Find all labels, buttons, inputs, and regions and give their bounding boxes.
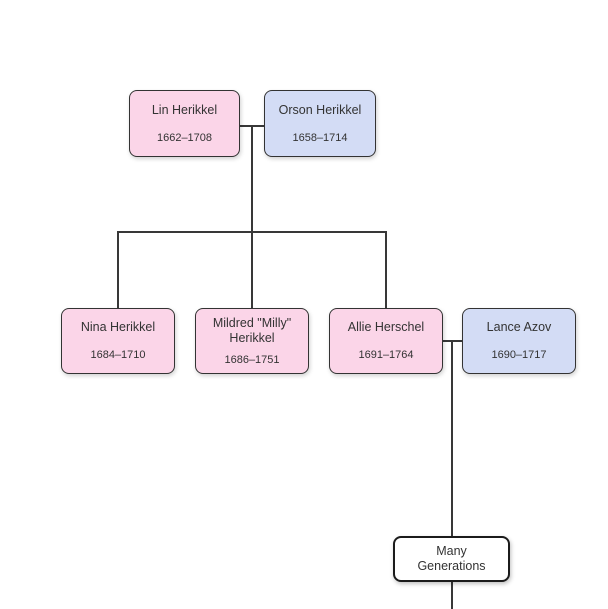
person-dates: 1662–1708 (156, 131, 213, 144)
edge-children-rail (117, 231, 387, 233)
person-dates: 1684–1710 (90, 349, 146, 361)
person-dates: 1658–1714 (292, 131, 348, 144)
person-name: Nina Herikkel (80, 320, 156, 334)
person-dates: 1686–1751 (224, 353, 280, 366)
person-dates: 1691–1764 (358, 349, 414, 361)
person-dates: 1690–1717 (491, 349, 547, 361)
node-lance-azov: Lance Azov 1690–1717 (462, 308, 576, 374)
person-name: Allie Herschel (347, 320, 425, 334)
node-orson-herikkel: Orson Herikkel 1658–1714 (264, 90, 376, 157)
node-allie-herschel: Allie Herschel 1691–1764 (329, 308, 443, 374)
person-name: Lance Azov (486, 320, 552, 334)
edge-below-many-generations (451, 581, 453, 609)
node-many-generations: Many Generations (393, 536, 510, 582)
node-mildred-milly-herikkel: Mildred "Milly" Herikkel 1686–1751 (195, 308, 309, 374)
person-name: Mildred "Milly" Herikkel (212, 315, 292, 345)
person-name: Orson Herikkel (278, 102, 362, 117)
edge-drop-nina (117, 231, 119, 308)
edge-couple1-to-children (251, 126, 253, 308)
node-lin-herikkel: Lin Herikkel 1662–1708 (129, 90, 240, 157)
edge-couple-allie-lance (443, 340, 463, 342)
edge-drop-allie (385, 231, 387, 308)
many-generations-label: Many Generations (417, 544, 486, 573)
node-nina-herikkel: Nina Herikkel 1684–1710 (61, 308, 175, 374)
edge-couple2-to-descendants (451, 341, 453, 536)
person-name: Lin Herikkel (151, 102, 218, 117)
